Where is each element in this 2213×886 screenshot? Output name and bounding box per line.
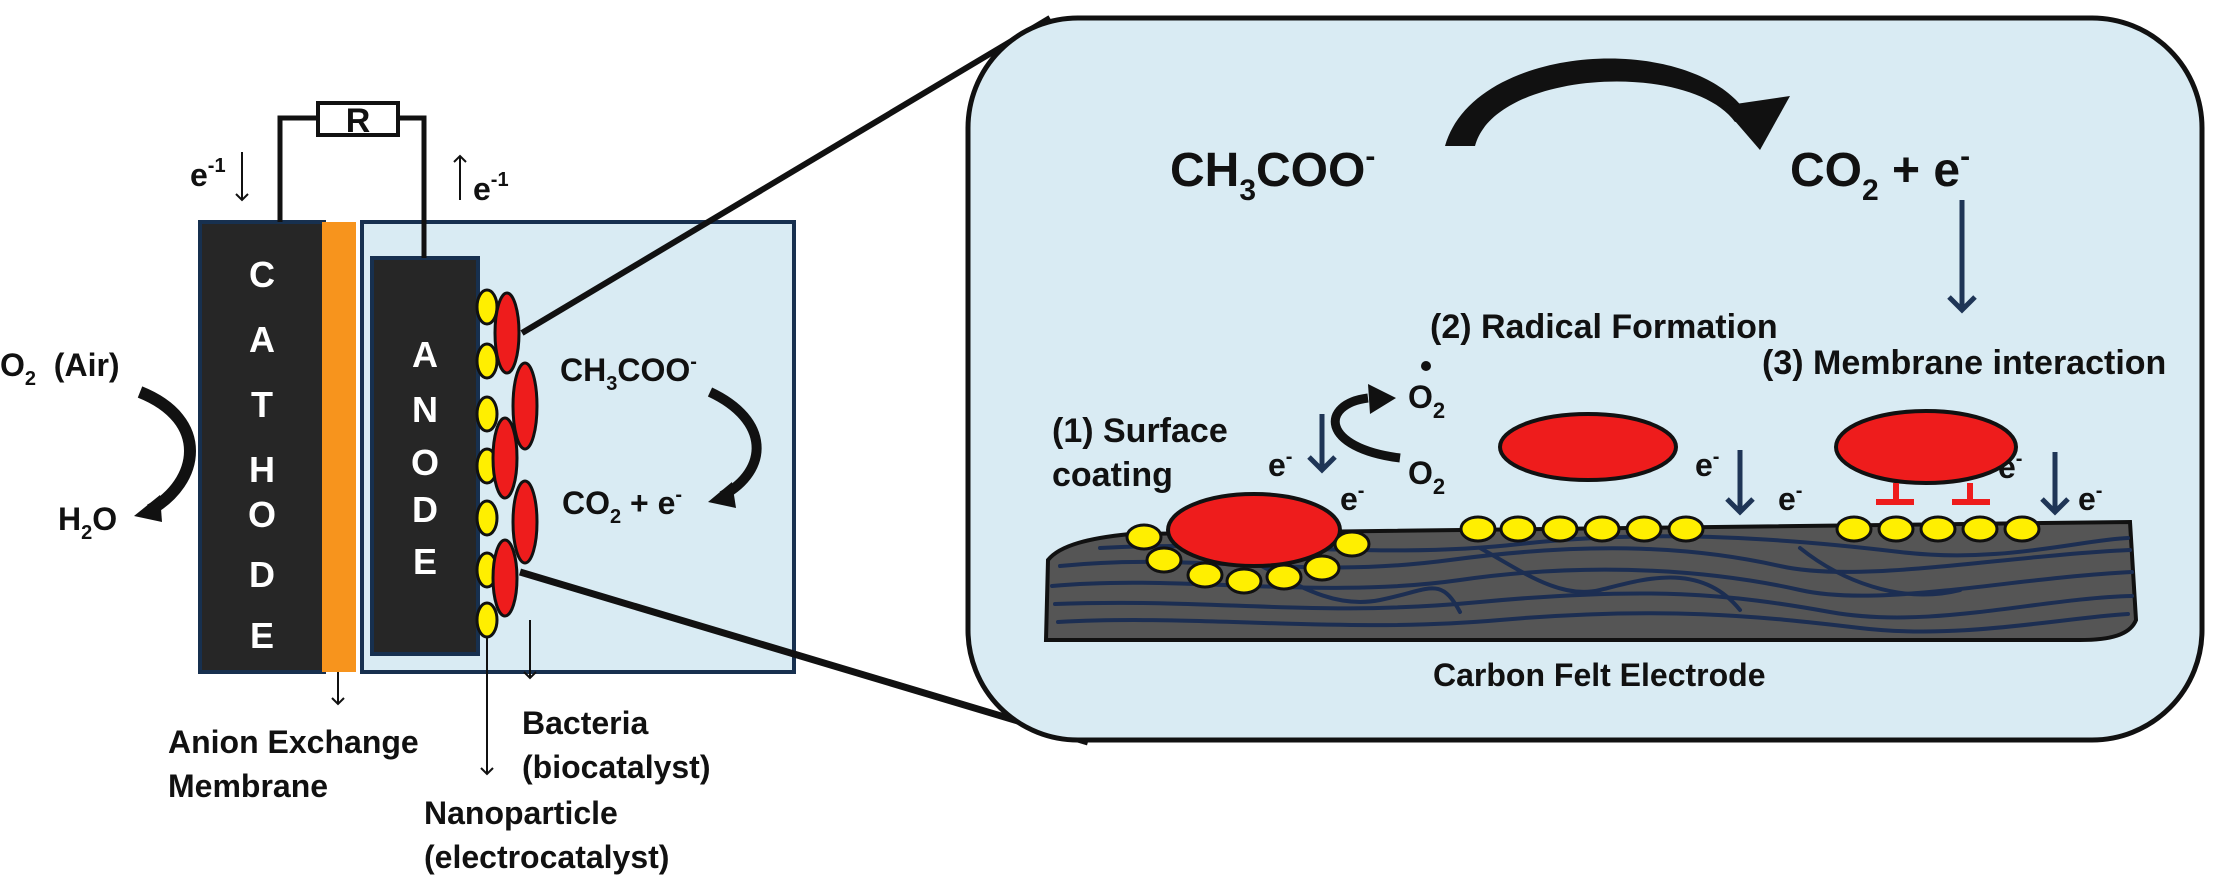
anode-letter: O [411, 442, 439, 483]
membrane-interaction-group [1834, 409, 2041, 543]
cathode-letter: T [251, 384, 273, 425]
radical-arrowhead [1368, 384, 1396, 414]
surface-coating-group [1125, 492, 1371, 595]
cathode-electrode [198, 220, 326, 674]
anode-letter: A [412, 334, 438, 375]
electron-cathode-label: e-1 [190, 155, 226, 193]
nanoparticle [1333, 530, 1371, 558]
nanoparticle [1125, 523, 1163, 551]
membrane-label: Membrane [168, 768, 328, 804]
nanoparticle [475, 395, 499, 433]
cathode-letter: H [249, 449, 275, 490]
zoom-reaction-arrowhead [1722, 96, 1790, 150]
nanoparticle-label: Nanoparticle [424, 795, 618, 831]
nanoparticle [2003, 515, 2041, 543]
anode-letter: N [412, 389, 438, 430]
mechanism-2-label: (2) Radical Formation [1430, 308, 1778, 346]
zoom-reaction-arrow [1445, 58, 1750, 146]
electron-label: e- [1695, 446, 1719, 483]
electron-label: e- [2078, 480, 2102, 517]
oxygen-air-label: O2 (Air) [0, 347, 120, 390]
radical-dot [1421, 361, 1431, 371]
anode-letters: A N O D E [411, 334, 439, 582]
mechanism-1-label: coating [1052, 456, 1173, 494]
electron-label: e- [1340, 480, 1364, 517]
nanoparticle [1667, 515, 1705, 543]
cathode-letter: A [249, 319, 275, 360]
zoom-line-bottom [518, 568, 1090, 746]
bacterium [1498, 412, 1678, 482]
cathode-reaction-arrowhead [134, 495, 162, 522]
bacteria-label: (biocatalyst) [522, 749, 710, 785]
electron-label: e- [1268, 446, 1292, 483]
nanoparticle [1499, 515, 1537, 543]
nanoparticle [475, 288, 499, 326]
bacterium [491, 538, 519, 618]
resistor [316, 101, 400, 137]
nanoparticle [1186, 561, 1224, 589]
cathode-reaction-arrow [137, 386, 196, 516]
nanoparticle [1265, 563, 1303, 591]
anode-reaction-arrowhead [708, 482, 736, 508]
bacterium [1166, 492, 1342, 568]
bacteria-label: Bacteria [522, 705, 649, 741]
cathode-letter: D [249, 554, 275, 595]
resistor-label: R [346, 102, 371, 140]
mechanism-1-label: (1) Surface [1052, 412, 1228, 450]
nanoparticle [1541, 515, 1579, 543]
bacterium [511, 361, 539, 451]
nanoparticle [1877, 515, 1915, 543]
cathode-letters: C A T H O D E [248, 254, 276, 656]
anode-biofilm [475, 288, 539, 639]
cathode-letter: E [250, 615, 274, 656]
membrane-contact-pilus [1876, 483, 1914, 505]
nanoparticle-label: (electrocatalyst) [424, 839, 669, 875]
nanoparticle [475, 342, 499, 380]
nanoparticle [1459, 515, 1497, 543]
nanoparticle [475, 499, 499, 537]
zoom-panel: CH3COO- CO2 + e- (1) Surface coating (2)… [965, 15, 2205, 743]
cathode-letter: O [248, 494, 276, 535]
bacterium [493, 291, 521, 375]
nanoparticle [1583, 515, 1621, 543]
nanoparticle [475, 601, 499, 639]
mechanism-3-label: (3) Membrane interaction [1762, 344, 2166, 382]
radical-arrow [1330, 393, 1401, 463]
zoom-substrate-label: CH3COO- [1170, 140, 1375, 207]
electron-label: e- [1778, 480, 1802, 517]
electrode-label: Carbon Felt Electrode [1433, 657, 1766, 693]
fuel-cell: C A T H O D E A N O D E R e-1 e-1 [0, 101, 796, 875]
nanoparticle [1625, 515, 1663, 543]
zoom-line-top [520, 15, 1052, 336]
exchange-membrane [322, 222, 356, 672]
zoom-products-label: CO2 + e- [1790, 140, 1970, 207]
anode-letter: D [412, 489, 438, 530]
products-label: CO2 + e- [562, 484, 682, 528]
membrane-contact-pilus [1952, 483, 1990, 505]
radical-formation-group [1459, 412, 1705, 543]
water-label: H2O [58, 501, 117, 544]
bacterium [511, 479, 539, 565]
nanoparticle [1835, 515, 1873, 543]
nanoparticle [1145, 546, 1183, 574]
nanoparticle [1919, 515, 1957, 543]
anode-letter: E [413, 541, 437, 582]
nanoparticle [1225, 567, 1263, 595]
cathode-letter: C [249, 254, 275, 295]
anode-reaction-arrow [707, 387, 762, 501]
nanoparticle [1303, 554, 1341, 582]
nanoparticle [1961, 515, 1999, 543]
bacterium [491, 416, 519, 500]
electron-anode-label: e-1 [473, 169, 509, 207]
external-circuit-wire [277, 115, 427, 258]
substrate-label: CH3COO- [560, 351, 697, 395]
oxygen-label: O2 [1408, 455, 1445, 499]
bacterium [1834, 409, 2018, 485]
superoxide-label: O2 [1408, 379, 1445, 423]
membrane-label: Anion Exchange [168, 724, 419, 760]
